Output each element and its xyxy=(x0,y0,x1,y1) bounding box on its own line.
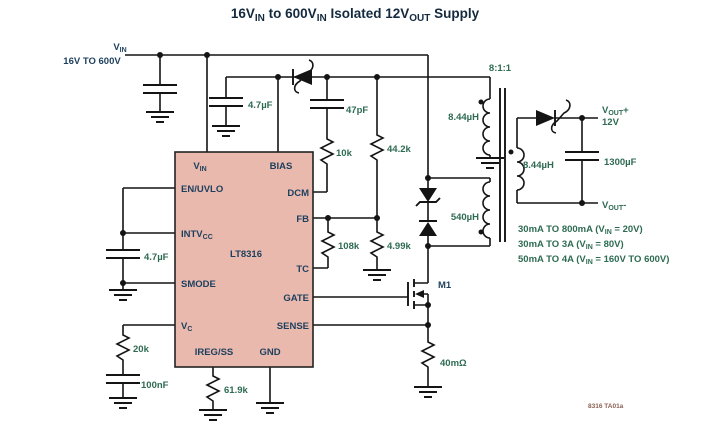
transformer-core xyxy=(499,88,506,242)
polarity-dot xyxy=(478,229,484,235)
ic-pin-sense: SENSE xyxy=(277,321,309,332)
ic-pin-smode: SMODE xyxy=(181,279,216,290)
secondary-winding-value: 8.44µH xyxy=(523,160,554,171)
ic-pin-dcm: DCM xyxy=(287,188,309,199)
turns-ratio-label: 8:1:1 xyxy=(489,63,512,74)
bias-cap-value: 4.7µF xyxy=(248,100,273,111)
vin-range-label: 16V TO 600V xyxy=(63,56,121,67)
load-spec-line-1: 30mA TO 800mA (VIN = 20V) xyxy=(518,224,643,236)
ic-pin-tc: TC xyxy=(296,264,309,275)
ic-part-number: LT8316 xyxy=(230,249,262,260)
bias-winding-value: 8.44µH xyxy=(448,112,479,123)
page-title: 16VIN to 600VIN Isolated 12VOUT Supply xyxy=(231,6,480,24)
bias-diode xyxy=(292,59,314,94)
zener-clamp xyxy=(415,188,441,236)
primary-winding xyxy=(482,181,491,239)
vin-label: VIN xyxy=(113,42,126,54)
ic-pin-gnd: GND xyxy=(259,347,280,358)
load-spec-line-3: 50mA TO 4A (VIN = 160V TO 600V) xyxy=(518,254,669,266)
mosfet-label: M1 xyxy=(438,280,452,291)
vout-voltage-label: 12V xyxy=(602,117,620,128)
bias-winding xyxy=(482,98,491,156)
fb-upper-res-value: 44.2k xyxy=(387,144,411,155)
dcm-res-value: 10k xyxy=(336,148,353,159)
load-spec-line-2: 30mA TO 3A (VIN = 80V) xyxy=(518,239,624,251)
ic-pin-fb: FB xyxy=(296,214,309,225)
ic-pin-vin: VIN xyxy=(193,161,206,173)
ic-pin-ireg-ss: IREG/SS xyxy=(195,347,234,358)
transformer xyxy=(478,88,525,242)
figure-id: 8316 TA01a xyxy=(588,403,624,410)
dcm-cap-value: 47pF xyxy=(346,105,368,116)
tc-res-value: 108k xyxy=(338,241,360,252)
junction-dots xyxy=(120,52,585,328)
sense-res-value: 40mΩ xyxy=(440,358,467,369)
intvcc-cap-value: 4.7µF xyxy=(144,252,169,263)
polarity-dot xyxy=(478,99,484,105)
polarity-dot xyxy=(508,149,514,155)
ireg-res-value: 61.9k xyxy=(224,385,248,396)
fb-lower-res-value: 4.99k xyxy=(387,241,411,252)
vout-minus-label: VOUT- xyxy=(602,200,626,212)
ic-pin-bias: BIAS xyxy=(270,161,293,172)
output-cap-value: 1300µF xyxy=(604,157,637,168)
ic-lt8316-body xyxy=(174,151,314,368)
primary-winding-value: 540µH xyxy=(451,212,479,223)
output-diode xyxy=(536,99,571,134)
wires xyxy=(122,54,598,410)
ic-pin-vc: VC xyxy=(181,321,192,333)
secondary-winding xyxy=(516,147,525,191)
ic-pin-intvcc: INTVCC xyxy=(181,229,213,241)
ic-pin-en-uvlo: EN/UVLO xyxy=(181,184,223,195)
vc-cap-value: 100nF xyxy=(141,380,169,391)
vc-res-value: 20k xyxy=(133,344,150,355)
mosfet-m1 xyxy=(407,279,424,309)
ic-pin-gate: GATE xyxy=(283,293,309,304)
vout-plus-label: VOUT+ xyxy=(602,105,629,117)
